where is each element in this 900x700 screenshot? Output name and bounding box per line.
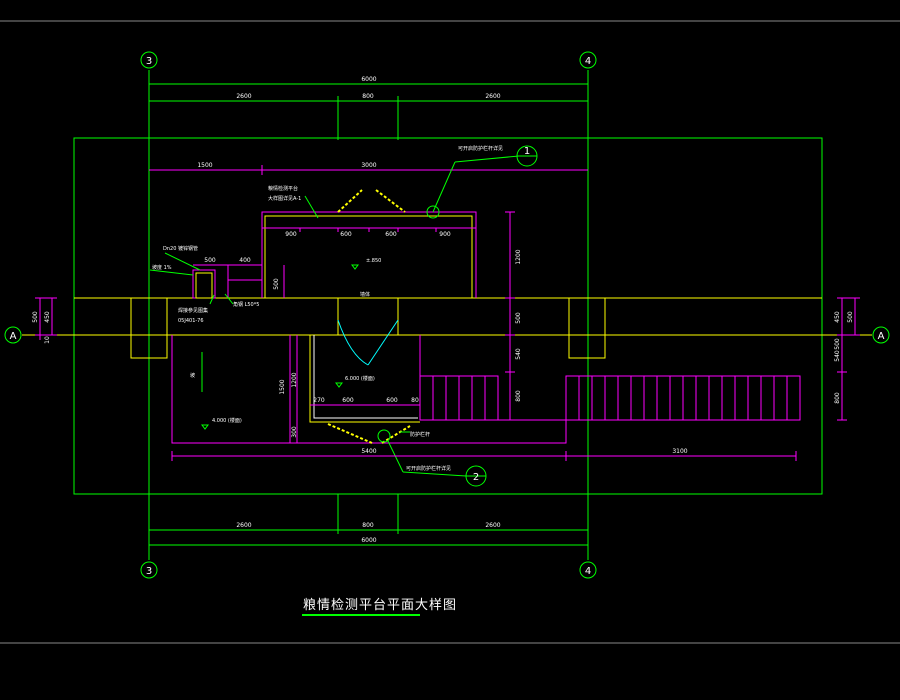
dim-inner-lines xyxy=(193,264,285,298)
axis-bubble-3-top: 3 xyxy=(140,51,158,69)
svg-text:A: A xyxy=(878,331,885,342)
lbl-elev-low: 6.000 (楼面) xyxy=(345,375,375,382)
dim-base-3100: 3100 xyxy=(672,448,687,455)
axis-bubble-4-bottom: 4 xyxy=(579,561,597,579)
dim-side-right-500b: 500 xyxy=(834,338,841,350)
dim-lower-c: 600 xyxy=(386,397,398,404)
dim-chain-bottom xyxy=(148,494,589,550)
svg-text:3: 3 xyxy=(146,56,152,67)
dim-top-overall: 6000 xyxy=(361,76,376,83)
callout-top xyxy=(426,145,538,219)
dim-side-left-450: 450 xyxy=(44,311,51,323)
door-swing xyxy=(337,319,399,366)
wall-band xyxy=(74,297,822,359)
dim-right-540: 540 xyxy=(515,348,522,360)
dim-lower-b: 600 xyxy=(342,397,354,404)
lbl-rail-low: 防护栏杆 xyxy=(410,431,430,438)
axis-bubble-a-right: A xyxy=(872,326,890,344)
dim-upper-right: 3000 xyxy=(361,162,376,169)
dim-lower-a: 270 xyxy=(313,397,325,404)
dim-base-5400: 5400 xyxy=(361,448,376,455)
elev-marker-left xyxy=(201,424,209,430)
dim-top-right: 2600 xyxy=(485,93,500,100)
dim-side-left-10: 10 xyxy=(44,336,51,344)
dim-side-left-500: 500 xyxy=(32,311,39,323)
callout-1-number: 1 xyxy=(524,146,530,157)
lbl-wall: 墙体 xyxy=(360,291,370,298)
dim-right-outer xyxy=(837,297,860,421)
dim-base xyxy=(171,451,797,461)
svg-text:A: A xyxy=(10,331,17,342)
dim-top-mid: 800 xyxy=(362,93,374,100)
drawing-title: 粮情检测平台平面大样图 xyxy=(303,598,457,613)
lbl-top-railing: 可开启防护栏杆详见 xyxy=(458,145,503,152)
lbl-angle: 角钢 L50*5 xyxy=(233,301,259,308)
dim-chain-top xyxy=(148,80,589,140)
lbl-platform-ref: 大样图详见A-1 xyxy=(268,195,301,202)
callout-bottom xyxy=(377,429,487,487)
dim-side-right-450: 450 xyxy=(834,311,841,323)
lbl-elev-platform: ±.850 xyxy=(366,258,381,264)
stairs-lower xyxy=(419,375,499,421)
dim-left-1200: 1200 xyxy=(291,372,298,387)
dim-platform-d: 900 xyxy=(439,231,451,238)
dim-platform-b: 600 xyxy=(340,231,352,238)
dim-inner-500b: 500 xyxy=(273,278,280,290)
dim-right-500: 500 xyxy=(515,312,522,324)
lbl-weld: 焊接参见图集 xyxy=(178,307,208,314)
platform-outline xyxy=(73,137,823,495)
dim-bottom-overall: 6000 xyxy=(361,537,376,544)
axis-bubble-a-left: A xyxy=(4,326,22,344)
lbl-elev-left: 4.000 (楼面) xyxy=(212,417,242,424)
dim-inner-400: 400 xyxy=(239,257,251,264)
lbl-left-vert: 坡 xyxy=(190,372,195,379)
stairs-right xyxy=(565,375,801,421)
dim-upper xyxy=(149,165,588,175)
opening-railing-top xyxy=(337,189,406,213)
dim-upper-left: 1500 xyxy=(197,162,212,169)
dim-bottom-right: 2600 xyxy=(485,522,500,529)
lbl-bottom-railing: 可开启防护栏杆详见 xyxy=(406,465,451,472)
elev-marker-low xyxy=(335,382,343,388)
dim-right-1200: 1200 xyxy=(515,249,522,264)
lbl-weld-ref: 05J401-76 xyxy=(178,318,204,324)
dim-lower-d: 80 xyxy=(411,397,419,404)
dim-left-1500: 1500 xyxy=(279,379,286,394)
svg-text:4: 4 xyxy=(585,56,591,67)
dim-side-right-540: 540 xyxy=(834,350,841,362)
dim-right-800: 800 xyxy=(515,390,522,402)
dim-right-vertical xyxy=(505,211,515,420)
dim-platform-c: 600 xyxy=(385,231,397,238)
lbl-platform: 粮情检测平台 xyxy=(268,185,298,192)
axis-bubble-3-bottom: 3 xyxy=(140,561,158,579)
svg-text:3: 3 xyxy=(146,566,152,577)
lower-platform xyxy=(309,335,420,423)
dim-left-outer xyxy=(35,297,57,340)
dim-side-right-800: 800 xyxy=(834,392,841,404)
dim-side-right-500: 500 xyxy=(847,311,854,323)
lbl-slope-left: 坡度 1% xyxy=(152,264,172,271)
dim-inner-500: 500 xyxy=(204,257,216,264)
left-leaders xyxy=(149,252,234,305)
steel-pipe-box xyxy=(192,264,262,299)
upper-platform xyxy=(261,211,477,298)
dim-platform-a: 900 xyxy=(285,231,297,238)
dim-top-left: 2600 xyxy=(236,93,251,100)
elev-marker-platform xyxy=(351,264,359,270)
lower-area xyxy=(171,335,567,444)
callout-2-number: 2 xyxy=(473,472,479,483)
lbl-steel: Dn20 镀锌钢管 xyxy=(163,245,198,252)
svg-text:4: 4 xyxy=(585,566,591,577)
opening-railing-bottom xyxy=(327,423,411,444)
dim-bottom-mid: 800 xyxy=(362,522,374,529)
dim-bottom-left: 2600 xyxy=(236,522,251,529)
platform-leader xyxy=(304,195,319,219)
dim-left-300: 300 xyxy=(291,426,298,438)
axis-bubble-4-top: 4 xyxy=(579,51,597,69)
